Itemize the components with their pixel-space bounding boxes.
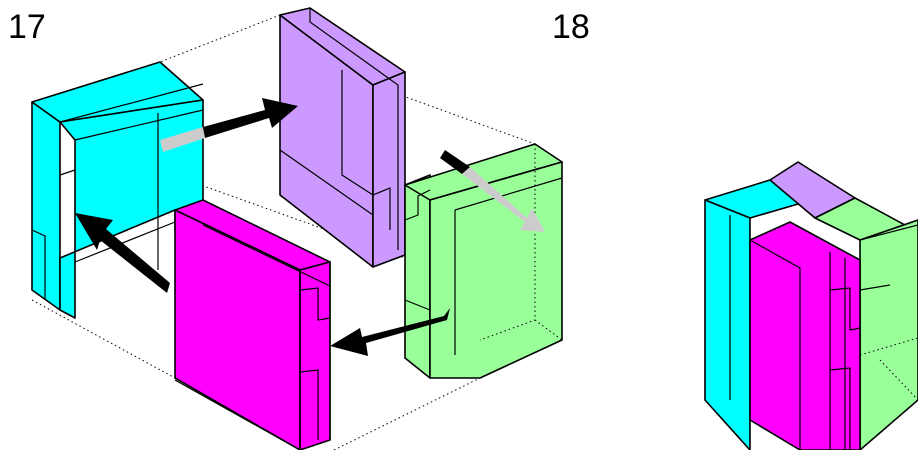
cyan-piece-inner xyxy=(59,99,204,319)
arrow-gray-part xyxy=(160,127,205,152)
arrow-black-part xyxy=(440,150,470,174)
arrow-black-part xyxy=(203,98,298,138)
arrow-cyan-to-purple xyxy=(160,98,298,152)
assembled-front-cyan xyxy=(704,199,751,450)
arrow-purple-to-green xyxy=(440,150,545,232)
purple-piece xyxy=(279,7,406,268)
assembled-front-green xyxy=(859,219,918,450)
cyan-piece-front xyxy=(31,101,61,311)
assembled-front-magenta xyxy=(749,221,861,450)
step-number-17: 17 xyxy=(8,8,46,46)
magenta-piece-front xyxy=(174,209,301,450)
purple-piece-front xyxy=(372,71,406,268)
cyan-piece xyxy=(31,61,204,319)
magenta-piece-side xyxy=(299,261,331,450)
assembled-cube xyxy=(704,161,918,450)
arrow-green-to-magenta xyxy=(330,308,450,356)
magenta-piece xyxy=(174,199,331,450)
arrow-magenta-to-cyan xyxy=(75,213,170,293)
step-number-18: 18 xyxy=(552,8,590,46)
arrow-gray-part xyxy=(462,167,545,232)
